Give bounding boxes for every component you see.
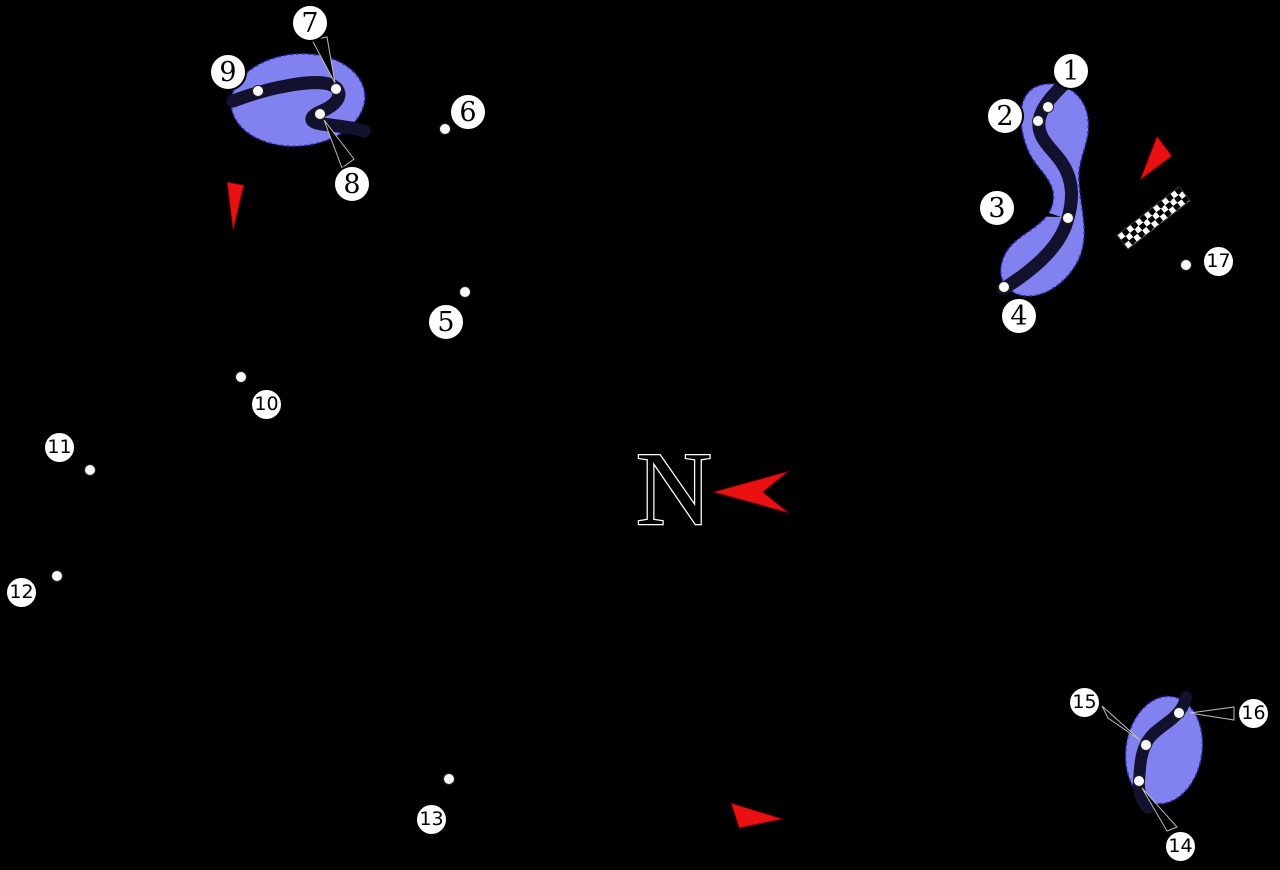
corner-label-14: 14 [1164, 830, 1197, 863]
corner-label-6: 6 [449, 93, 487, 131]
corner-label-15: 15 [1068, 686, 1101, 719]
corner-label-12: 12 [5, 576, 38, 609]
pointer-wedge-3-icon [1017, 202, 1061, 217]
pointer-wedge-8-icon [323, 119, 355, 169]
corner-dot-9 [252, 85, 264, 97]
highlight-blob-top-right [999, 83, 1090, 297]
corner-dot-13 [443, 773, 455, 785]
corner-label-10: 10 [250, 388, 283, 421]
highlight-blob-bottom-right [1124, 695, 1204, 805]
corner-dot-16 [1173, 707, 1185, 719]
corner-dot-5 [459, 286, 471, 298]
direction-arrow-top-left-icon [226, 181, 245, 232]
corner-dot-10 [235, 371, 247, 383]
pointer-wedge-15-icon [1101, 705, 1141, 741]
corner-label-4: 4 [1000, 297, 1038, 335]
corner-dot-14 [1133, 775, 1145, 787]
corner-dot-4 [998, 281, 1010, 293]
corner-zone-14-15-16 [1124, 691, 1204, 814]
track-segment-top-right [996, 77, 1078, 296]
corner-label-11: 11 [43, 431, 76, 464]
corner-label-16: 16 [1237, 697, 1270, 730]
pointer-wedge-14-icon [1141, 787, 1178, 832]
corner-dot-3 [1062, 212, 1074, 224]
north-arrow-icon [711, 470, 790, 514]
compass-north-letter: N [636, 430, 712, 547]
corner-dot-17 [1180, 259, 1192, 271]
direction-arrow-top-right-icon [1138, 134, 1173, 182]
corner-label-9: 9 [209, 53, 247, 91]
corner-label-7: 7 [291, 4, 329, 42]
corner-dots [51, 83, 1192, 787]
corner-label-2: 2 [986, 97, 1024, 135]
corner-zone-7-8-9 [226, 53, 371, 147]
corner-zone-1-2-3-4 [996, 77, 1090, 297]
corner-dot-12 [51, 570, 63, 582]
corner-label-17: 17 [1202, 245, 1235, 278]
corner-label-8: 8 [333, 165, 371, 203]
corner-label-3: 3 [978, 189, 1016, 227]
corner-label-5: 5 [427, 303, 465, 341]
corner-dot-8 [314, 108, 326, 120]
corner-dot-15 [1140, 739, 1152, 751]
corner-dot-11 [84, 464, 96, 476]
pointer-wedge-16-icon [1189, 706, 1235, 721]
corner-dot-2 [1032, 115, 1044, 127]
corner-label-1: 1 [1052, 52, 1090, 90]
corner-dot-6 [439, 123, 451, 135]
direction-arrow-bottom-icon [730, 802, 784, 829]
corner-label-13: 13 [415, 803, 448, 836]
corner-dot-1 [1042, 101, 1054, 113]
corner-dot-7 [330, 83, 342, 95]
